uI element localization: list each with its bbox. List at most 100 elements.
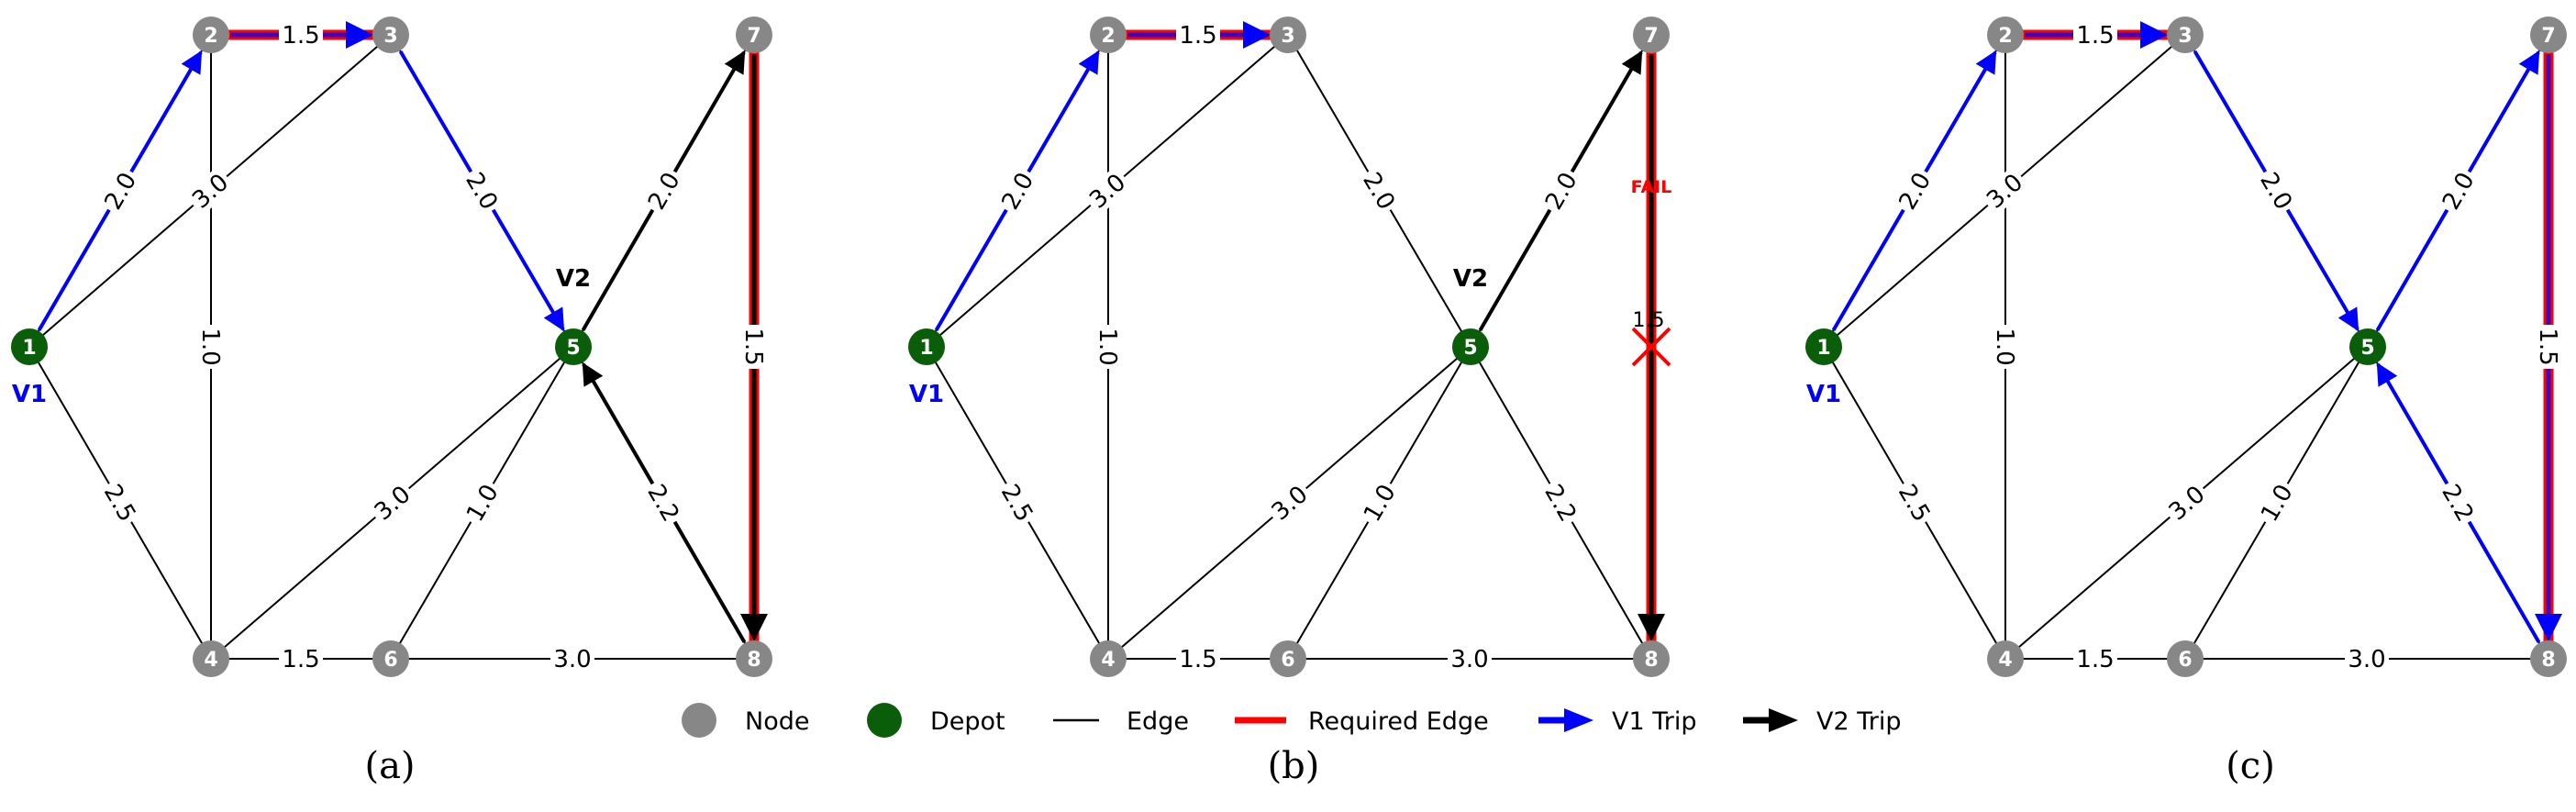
node-4: 4 — [1090, 640, 1127, 677]
edge-weight-5-6: 1.0 — [459, 476, 505, 529]
edge-weight-7-8: 1.5 — [739, 325, 768, 369]
edge-weight-1-4: 2.5 — [994, 476, 1041, 529]
v1-label: V1 — [12, 381, 47, 408]
legend-label: V1 Trip — [1612, 707, 1697, 736]
edge-weight-text: 1.5 — [1179, 22, 1216, 50]
edge-weight-6-8: 3.0 — [550, 645, 594, 673]
edge-weight-6-8: 3.0 — [1448, 645, 1492, 673]
node-8: 8 — [736, 640, 772, 677]
depot-node-1: 1 — [908, 328, 945, 365]
edge-weight-4-5: 3.0 — [2160, 477, 2213, 528]
node-label: 2 — [1101, 25, 1115, 48]
edge-weight-text: 1.5 — [282, 22, 319, 50]
legend-label: Depot — [930, 707, 1005, 736]
edge-weight-text: 3.0 — [1450, 646, 1488, 673]
edge-weight-3-5: 2.0 — [1356, 164, 1403, 217]
v2-arrow-icon — [1769, 708, 1798, 732]
depot-node-5: 5 — [2349, 328, 2386, 365]
legend: Node Depot Edge Required Edge V1 Trip V2 Trip — [682, 703, 1902, 738]
v2-label: V2 — [556, 265, 591, 293]
edge-weight-text: 1.5 — [2534, 328, 2561, 365]
node-label: 1 — [1816, 337, 1830, 360]
node-label: 6 — [383, 649, 397, 672]
node-7: 7 — [2530, 17, 2567, 53]
edge-weight-text: 1.0 — [1094, 328, 1121, 365]
node-label: 5 — [2360, 337, 2374, 360]
node-label: 4 — [1998, 649, 2012, 672]
panel-caption: (c) — [2226, 745, 2275, 787]
edge-weight-6-8: 3.0 — [2345, 645, 2389, 673]
node-label: 6 — [2178, 649, 2192, 672]
fail-edge-weight: 1.5 — [1633, 309, 1665, 332]
legend-item-node: Node — [682, 703, 809, 738]
node-4: 4 — [1987, 640, 2024, 677]
edge-weight-2-4: 1.0 — [196, 325, 225, 369]
depot-swatch-icon — [867, 703, 902, 738]
node-label: 4 — [1101, 649, 1115, 672]
node-7: 7 — [736, 17, 772, 53]
v1-arrow-icon — [1564, 708, 1593, 732]
edge-weight-5-8: 2.2 — [640, 476, 687, 529]
edge-weight-text: 1.0 — [1991, 328, 2018, 365]
edge-weight-5-8: 2.2 — [1538, 476, 1584, 529]
legend-item-v2: V2 Trip — [1743, 707, 1902, 736]
edge-weight-5-8: 2.2 — [2435, 476, 2482, 529]
node-label: 6 — [1281, 649, 1294, 672]
depot-node-5: 5 — [555, 328, 592, 365]
node-label: 5 — [566, 337, 580, 360]
node-label: 2 — [204, 25, 217, 48]
legend-item-v1: V1 Trip — [1538, 707, 1697, 736]
edge-weight-5-6: 1.0 — [2253, 476, 2300, 529]
edge-weight-5-7: 2.0 — [640, 164, 687, 217]
edge-weight-4-6: 1.5 — [279, 645, 323, 673]
edge-weight-5-7: 2.0 — [1538, 164, 1584, 217]
node-label: 3 — [2178, 25, 2192, 48]
node-4: 4 — [193, 640, 229, 677]
fail-cross-icon — [1631, 327, 1671, 367]
panel-caption: (a) — [364, 745, 415, 787]
node-label: 3 — [383, 25, 397, 48]
edge-weight-text: 1.5 — [2076, 22, 2114, 50]
node-3: 3 — [1270, 17, 1306, 53]
fail-label: FAIL — [1631, 177, 1672, 197]
node-label: 8 — [747, 649, 761, 672]
legend-label: Required Edge — [1308, 707, 1489, 736]
node-3: 3 — [2167, 17, 2204, 53]
node-6: 6 — [372, 640, 409, 677]
edge-weight-text: 1.5 — [2076, 646, 2114, 673]
edge-weight-text: 1.5 — [1179, 646, 1216, 673]
node-label: 2 — [1998, 25, 2012, 48]
edge-weight-4-6: 1.5 — [1176, 645, 1220, 673]
edge-weight-4-5: 3.0 — [1263, 477, 1316, 528]
node-label: 8 — [1644, 649, 1658, 672]
legend-label: V2 Trip — [1816, 707, 1902, 736]
node-label: 7 — [1644, 25, 1658, 48]
node-8: 8 — [1633, 640, 1670, 677]
edge-weight-text: 1.0 — [196, 328, 224, 365]
node-label: 5 — [1463, 337, 1477, 360]
v1-label: V1 — [909, 381, 944, 408]
legend-label: Edge — [1127, 707, 1189, 736]
edge-weight-7-8: 1.5 — [2534, 325, 2562, 369]
edge-weight-text: 3.0 — [553, 646, 591, 673]
edge-weight-5-7: 2.0 — [2435, 164, 2482, 217]
fail-marker: 1.5 FAIL — [1631, 177, 1672, 367]
edge-weight-1-4: 2.5 — [96, 476, 144, 529]
node-label: 7 — [2541, 25, 2555, 48]
node-2: 2 — [1090, 17, 1127, 53]
edge-weight-1-2: 2.0 — [96, 164, 144, 217]
edge-weight-text: 1.5 — [282, 646, 319, 673]
edge-weight-1-3: 3.0 — [184, 165, 236, 217]
edge-weight-4-5: 3.0 — [366, 477, 418, 528]
legend-item-edge: Edge — [1053, 707, 1189, 736]
panel-caption: (b) — [1268, 745, 1320, 787]
node-label: 1 — [919, 337, 933, 360]
node-8: 8 — [2530, 640, 2567, 677]
node-label: 3 — [1281, 25, 1294, 48]
node-6: 6 — [1270, 640, 1306, 677]
edge-weight-2-3: 1.5 — [279, 21, 323, 50]
